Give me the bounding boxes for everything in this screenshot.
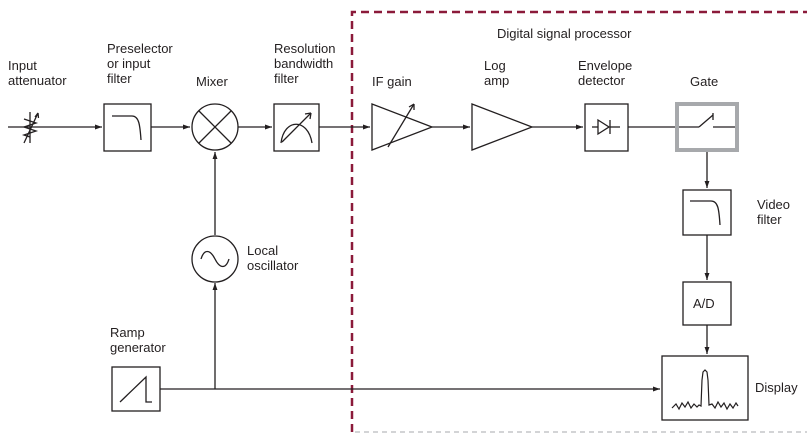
if-gain-block <box>371 103 434 151</box>
spectrum-trace-icon <box>671 369 739 411</box>
envelope-detector-label: Envelope detector <box>578 58 633 88</box>
switch-icon <box>679 113 735 128</box>
sine-wave-icon <box>200 250 230 268</box>
variable-attenuator-icon <box>21 112 40 144</box>
log-amp-label: Log amp <box>484 58 510 88</box>
ramp-generator-block <box>111 366 161 412</box>
lowpass-filter-icon <box>690 200 721 226</box>
rbw-filter-label: Resolution bandwidth filter <box>274 41 336 86</box>
adc-label: A/D <box>693 296 715 311</box>
display-block <box>661 355 749 421</box>
gate-block <box>675 102 739 152</box>
dsp-region-title: Digital signal processor <box>497 26 632 41</box>
gate-label: Gate <box>690 74 719 89</box>
rbw-filter-block <box>273 103 320 152</box>
input-attenuator-label: Input attenuator <box>8 58 67 88</box>
display-label: Display <box>755 380 798 395</box>
dsp-region-boundary <box>350 10 807 432</box>
local-oscillator-label: Local oscillator <box>247 243 299 273</box>
local-oscillator-block <box>191 235 239 283</box>
ramp-generator-label: Ramp generator <box>110 325 166 355</box>
adc-block <box>682 281 732 326</box>
variable-gain-amplifier-icon <box>371 103 434 151</box>
video-filter-block <box>682 189 732 236</box>
lowpass-filter-icon <box>112 115 142 141</box>
if-gain-label: IF gain <box>372 74 412 89</box>
mixer-icon <box>198 110 232 144</box>
mixer-label: Mixer <box>196 74 228 89</box>
mixer-block <box>191 103 239 151</box>
bandpass-filter-icon <box>280 112 313 144</box>
envelope-detector-block <box>584 103 629 152</box>
log-amp-block <box>471 103 534 151</box>
preselector-filter-block <box>103 103 152 152</box>
preselector-label: Preselector or input filter <box>107 41 173 86</box>
video-filter-label: Video filter <box>757 197 791 227</box>
ramp-icon <box>119 375 152 403</box>
diode-icon <box>592 118 620 136</box>
